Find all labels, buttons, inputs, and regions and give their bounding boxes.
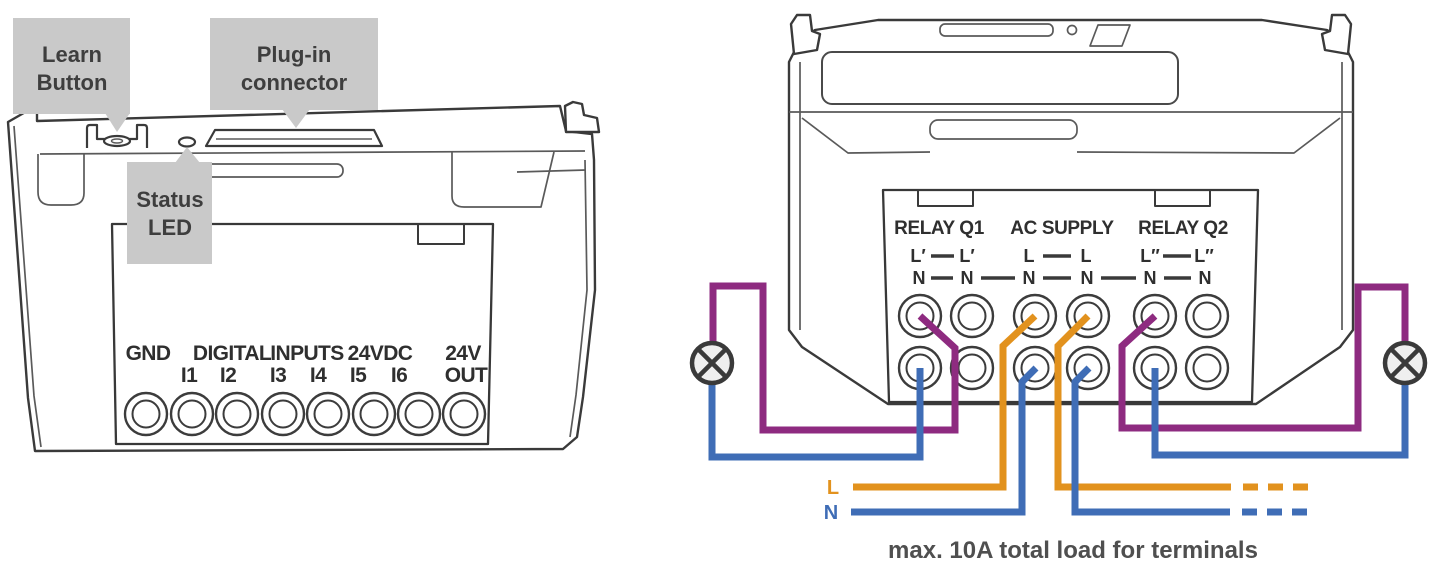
right-device-top-tab	[1089, 24, 1131, 47]
callout-status-led-box	[127, 162, 212, 264]
learn-button-dot	[110, 138, 124, 144]
terminal-label-i4: I4	[310, 364, 327, 387]
right-device-clip-right-icon	[1320, 13, 1353, 56]
left-terminal-panel	[110, 222, 495, 446]
group-label-relay-q1: RELAY Q1	[894, 218, 985, 239]
callout-status-led: Status LED	[127, 147, 212, 264]
left-device-notch-right	[451, 151, 555, 208]
l-terminal-label: L′	[959, 246, 974, 266]
left-panel-notch	[417, 223, 465, 245]
terminal-label-i6: I6	[391, 364, 407, 387]
status-led-icon	[177, 136, 197, 148]
callout-learn-button-pointer	[105, 113, 130, 132]
n-terminal-label: N	[1199, 268, 1212, 288]
right-panel-notch-2	[1154, 189, 1211, 207]
l-terminal-label: L″	[1140, 246, 1160, 266]
terminal-label-i2: I2	[220, 364, 236, 387]
lamp-icon-left	[689, 340, 735, 386]
callout-plug-in-connector: Plug-in connector	[210, 18, 378, 128]
n-terminal-label: N	[1081, 268, 1094, 288]
left-device-clip-icon	[563, 100, 601, 134]
terminal-label-24v: 24V	[445, 342, 481, 365]
n-terminal-label: N	[913, 268, 926, 288]
right-terminal-holes	[897, 293, 1230, 391]
relay-q2-neutral-wire	[1151, 368, 1409, 459]
right-device-clip-left-icon	[789, 13, 822, 56]
terminal-label-gnd: GND	[126, 342, 171, 365]
n-terminal-label: N	[961, 268, 974, 288]
wiring: L N	[708, 282, 1409, 524]
callout-learn-button-box	[13, 18, 130, 114]
relay-q1-switched-wire	[709, 282, 959, 434]
n-terminal-label: N	[1144, 268, 1157, 288]
right-panel-notch-1	[917, 189, 974, 207]
left-device-notch-left	[37, 154, 85, 206]
n-terminal-label: N	[1023, 268, 1036, 288]
callout-status-led-pointer	[175, 147, 200, 163]
callout-learn-button-line1: Learn	[42, 42, 102, 67]
lamp-icon-right	[1382, 340, 1428, 386]
left-device-lid-seam	[39, 150, 586, 155]
left-device-inner-edge-right	[569, 159, 588, 438]
terminal-label-i3: I3	[270, 364, 286, 387]
supply-neutral-wire-left	[851, 365, 1039, 516]
right-device-center-tab	[929, 119, 1078, 140]
l-terminal-label: L	[1024, 246, 1035, 266]
callout-learn-button-line2: Button	[37, 70, 108, 95]
relay-q2-switched-wire	[1118, 283, 1409, 432]
right-device-label-area	[821, 51, 1179, 105]
callout-plug-in-line2: connector	[241, 70, 348, 95]
supply-line-wire-left	[853, 313, 1038, 491]
relay-q1-neutral-wire	[708, 368, 924, 461]
callout-plug-in-line1: Plug-in	[257, 42, 332, 67]
l-terminal-label: L″	[1194, 246, 1214, 266]
feed-neutral-label: N	[824, 502, 838, 524]
supply-neutral-wire-right	[1071, 365, 1230, 516]
terminal-label-inputs: INPUTS	[270, 342, 344, 365]
plug-in-connector-slot	[204, 128, 384, 148]
learn-button-icon	[102, 134, 132, 148]
callout-learn-button: Learn Button	[13, 18, 130, 132]
group-label-ac-supply: AC SUPPLY	[1010, 218, 1114, 239]
right-device-top-led	[1066, 24, 1078, 36]
right-device-shoulder-left	[801, 117, 931, 154]
left-device-lid-seam-2	[516, 169, 587, 173]
terminal-label-out: OUT	[445, 364, 488, 387]
callout-status-led-line1: Status	[136, 187, 203, 212]
right-device-top-slot	[939, 23, 1054, 37]
left-device-inner-edge-left	[13, 125, 42, 448]
group-label-relay-q2: RELAY Q2	[1138, 218, 1228, 239]
right-device-diagram: RELAY Q1 AC SUPPLY RELAY Q2 L′ L′ L L L″…	[787, 13, 1355, 406]
l-terminal-label: L	[1081, 246, 1092, 266]
terminal-label-digital: DIGITAL	[193, 342, 272, 365]
supply-line-wire-right	[1054, 313, 1231, 491]
callout-plug-in-connector-box	[210, 18, 378, 110]
terminal-label-i5: I5	[350, 364, 367, 387]
right-device-shoulder-right	[1076, 117, 1341, 154]
max-load-caption: max. 10A total load for terminals	[888, 537, 1258, 564]
left-device-diagram: GND DIGITAL INPUTS 24VDC 24V I1 I2 I3 I4…	[6, 100, 601, 453]
terminal-label-24vdc: 24VDC	[348, 342, 413, 365]
callout-plug-in-connector-pointer	[282, 109, 310, 128]
terminal-label-i1: I1	[181, 364, 198, 387]
callout-status-led-line2: LED	[148, 215, 192, 240]
feed-line-label: L	[827, 477, 839, 499]
left-terminal-holes	[123, 391, 487, 437]
l-terminal-label: L′	[910, 246, 925, 266]
